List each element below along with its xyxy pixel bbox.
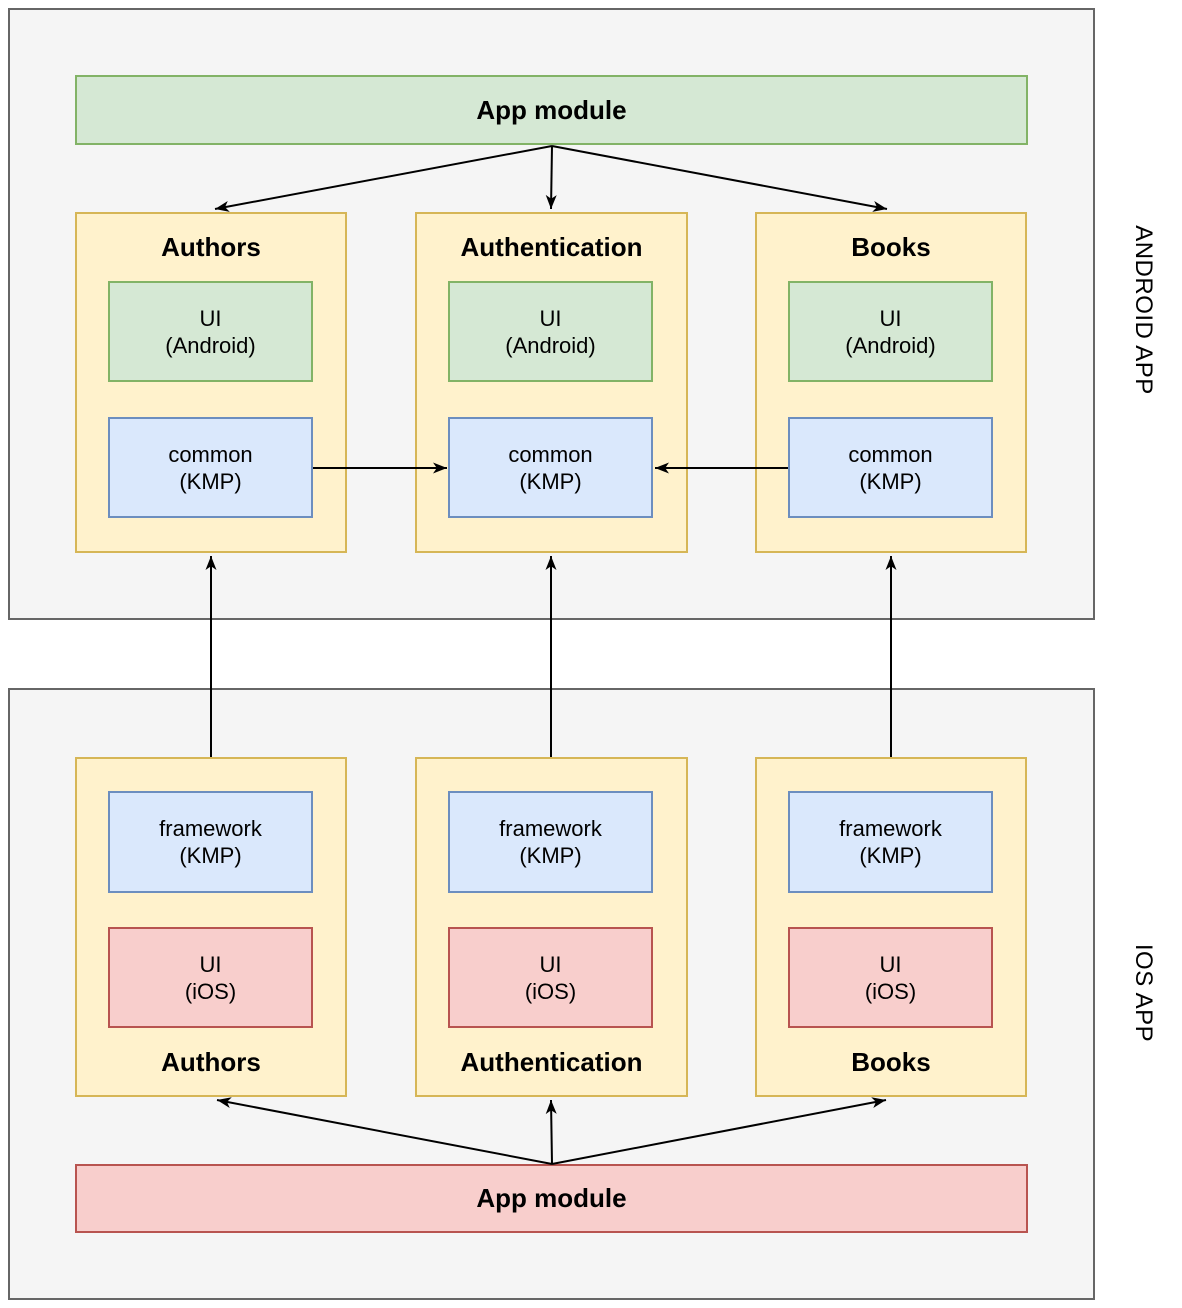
- android-books-common-kmp-box: common (KMP): [788, 417, 993, 518]
- ios-module-books-title: Books: [851, 1047, 931, 1077]
- android-authentication-ui-box: UI (Android): [448, 281, 653, 382]
- ios-books-framework-kmp-box: framework (KMP): [788, 791, 993, 893]
- ios-authors-framework-kmp-box: framework (KMP): [108, 791, 313, 893]
- android-authors-ui-box: UI (Android): [108, 281, 313, 382]
- android-books-ui-box: UI (Android): [788, 281, 993, 382]
- android-authors-common-kmp-box: common (KMP): [108, 417, 313, 518]
- android-module-authentication-title: Authentication: [460, 232, 643, 262]
- ios-section-label: IOS APP: [1130, 943, 1157, 1043]
- ios-module-authentication-title: Authentication: [460, 1047, 643, 1077]
- android-module-authors-title: Authors: [161, 232, 261, 262]
- ios-app-module-box: App module: [75, 1164, 1028, 1233]
- ios-authentication-framework-kmp-box: framework (KMP): [448, 791, 653, 893]
- ios-module-authentication: framework (KMP) UI (iOS) Authentication: [415, 757, 688, 1097]
- android-section-label: ANDROID APP: [1130, 225, 1157, 395]
- android-app-module-box: App module: [75, 75, 1028, 145]
- ios-authentication-ui-box: UI (iOS): [448, 927, 653, 1028]
- android-module-books: Books UI (Android) common (KMP): [755, 212, 1027, 553]
- android-module-authentication: Authentication UI (Android) common (KMP): [415, 212, 688, 553]
- ios-module-books: framework (KMP) UI (iOS) Books: [755, 757, 1027, 1097]
- ios-books-ui-box: UI (iOS): [788, 927, 993, 1028]
- ios-authors-ui-box: UI (iOS): [108, 927, 313, 1028]
- android-module-books-title: Books: [851, 232, 931, 262]
- android-authentication-common-kmp-box: common (KMP): [448, 417, 653, 518]
- ios-module-authors: framework (KMP) UI (iOS) Authors: [75, 757, 347, 1097]
- ios-module-authors-title: Authors: [161, 1047, 261, 1077]
- android-module-authors: Authors UI (Android) common (KMP): [75, 212, 347, 553]
